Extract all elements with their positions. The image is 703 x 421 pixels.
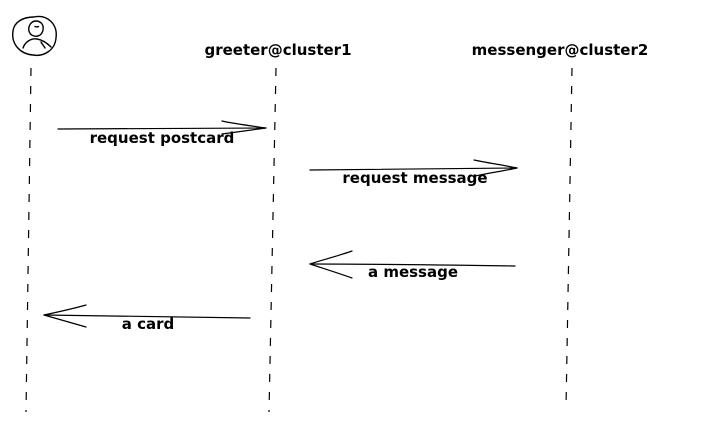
- greeter-lifeline: [268, 67, 277, 413]
- message-arrow-request-postcard: [57, 120, 267, 135]
- message-arrow-a-card: [43, 304, 251, 328]
- message-arrow-a-message: [309, 250, 516, 279]
- message-label-request-message: request message: [342, 169, 487, 187]
- message-label-a-card: a card: [122, 315, 175, 333]
- message-label-request-postcard: request postcard: [90, 129, 235, 147]
- messenger-participant-label: messenger@cluster2: [472, 41, 649, 59]
- messenger-lifeline: [565, 67, 573, 409]
- message-label-a-message: a message: [368, 263, 458, 281]
- user-icon: [12, 15, 57, 57]
- greeter-participant-label: greeter@cluster1: [204, 41, 351, 59]
- user-lifeline: [25, 67, 32, 413]
- message-arrow-request-message: [309, 159, 518, 177]
